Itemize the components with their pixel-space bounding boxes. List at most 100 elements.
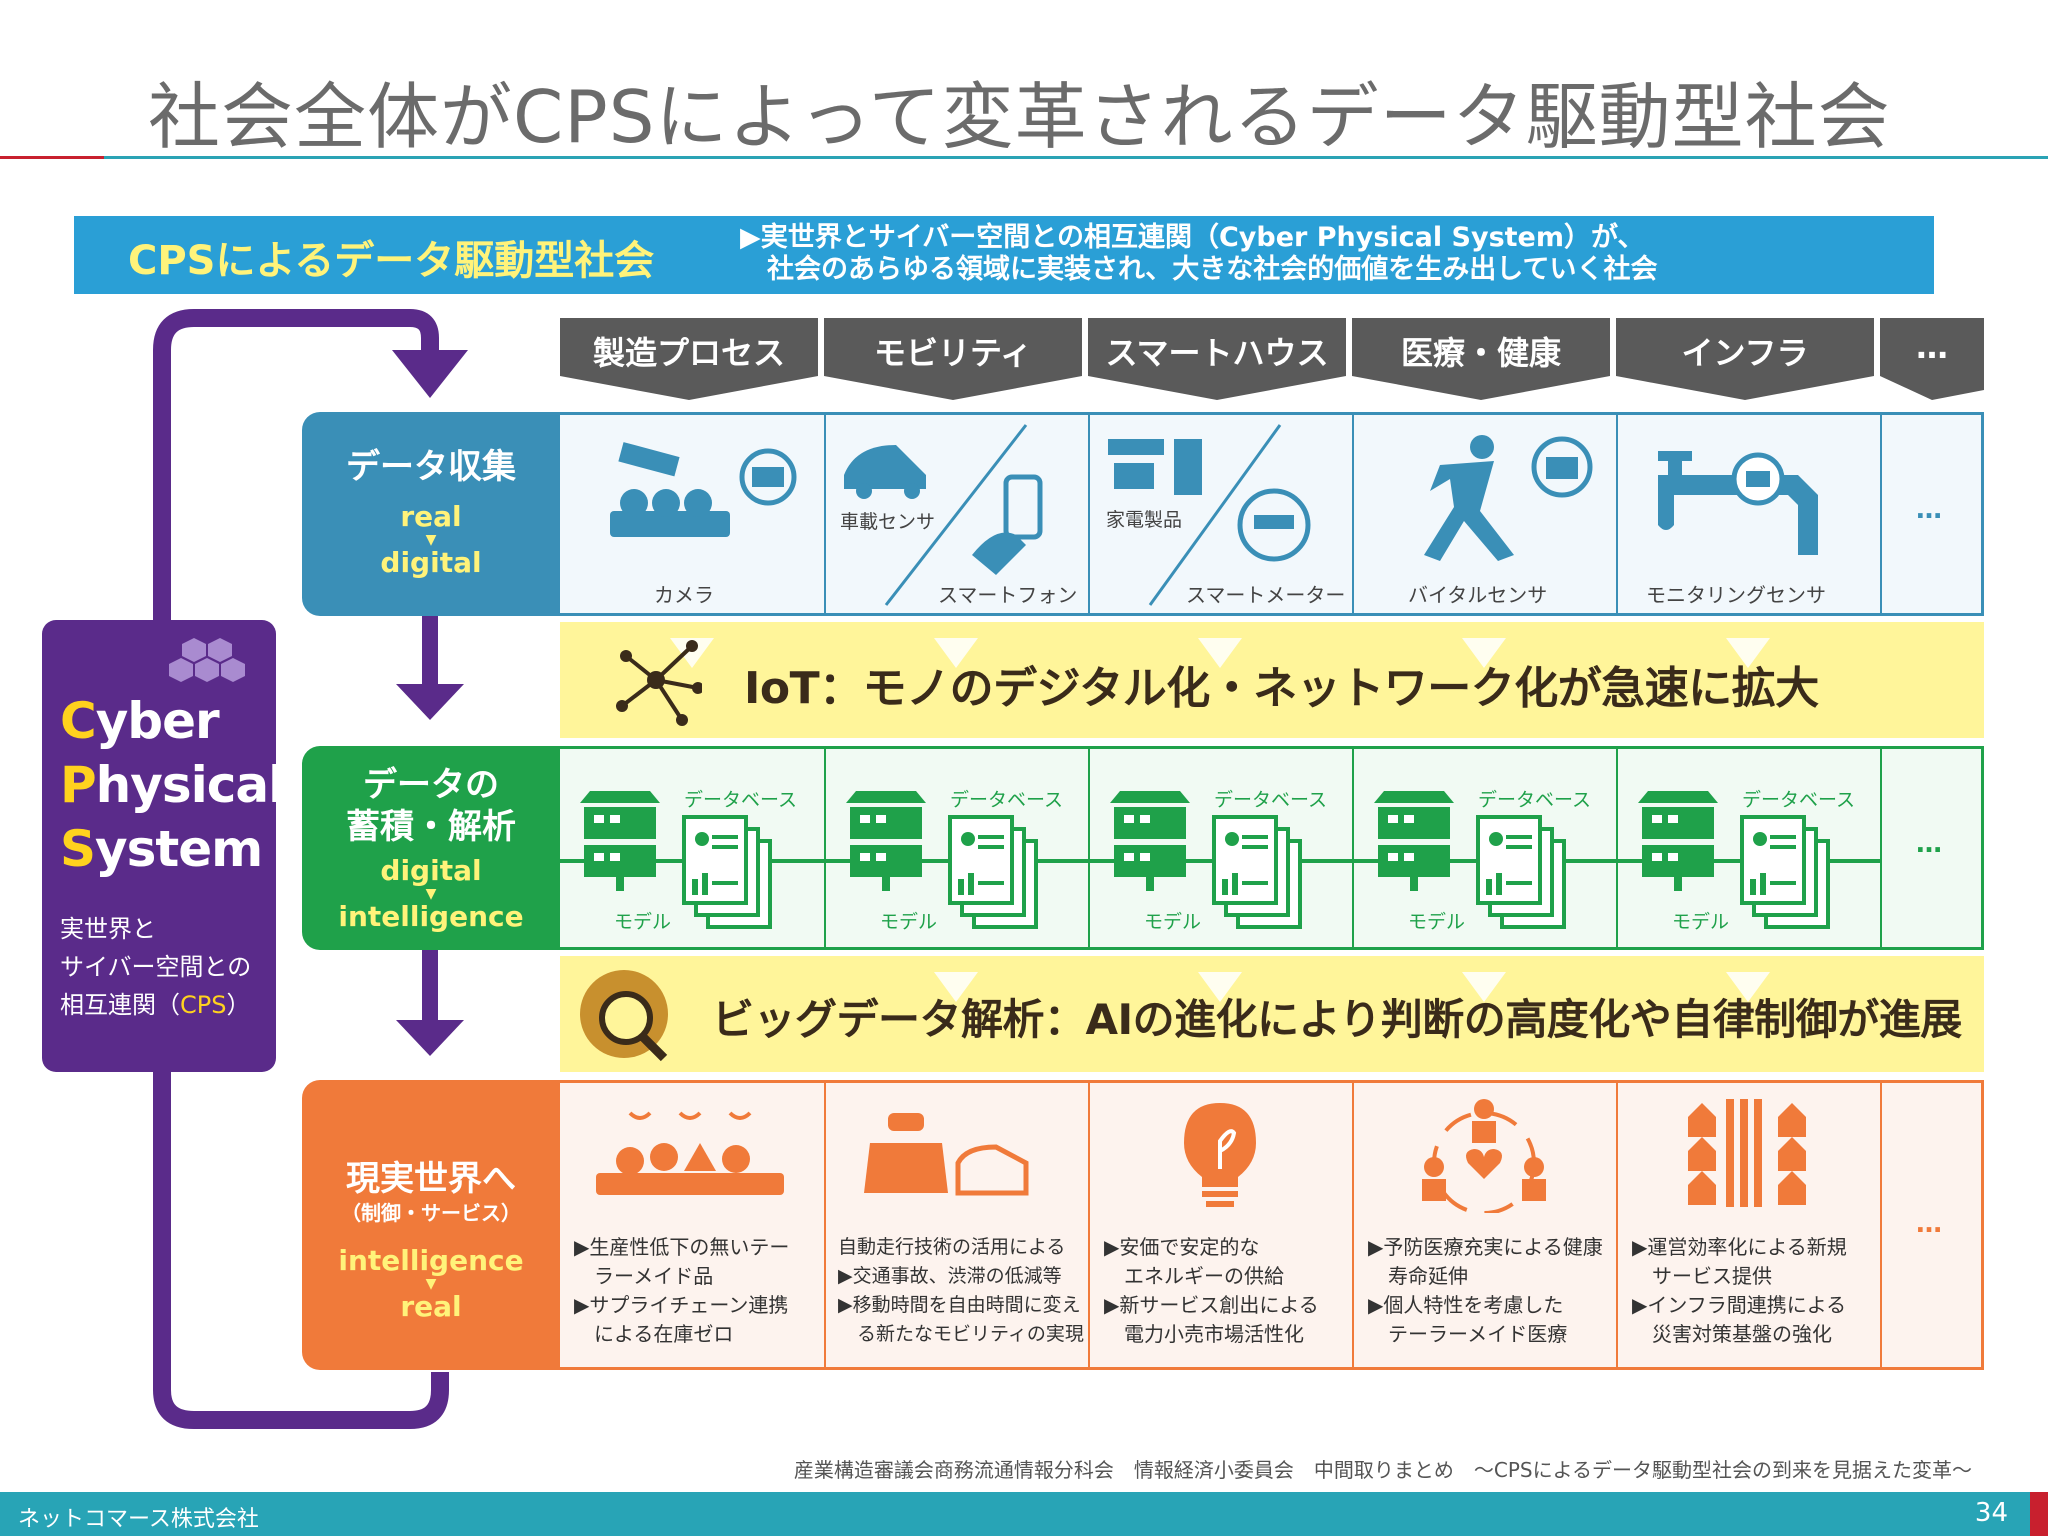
- light-bulb-icon: [1184, 1103, 1256, 1207]
- banner: CPSによるデータ駆動型社会 ▶実世界とサイバー空間との相互連関（Cyber P…: [74, 216, 1934, 294]
- output-cell-smart-house: ▶安価で安定的な エネルギーの供給 ▶新サービス創出による 電力小売市場活性化: [1088, 1083, 1352, 1367]
- healthcare-team-icon: [1422, 1099, 1546, 1213]
- band-arrow: [1462, 972, 1506, 1002]
- analysis-cell-2: データベース モデル: [824, 749, 1088, 947]
- band-arrow: [1726, 638, 1770, 668]
- output-text-mobility: 自動走行技術の活用による ▶交通事故、渋滞の低減等 ▶移動時間を自由時間に変え …: [838, 1236, 1084, 1345]
- flow-arrow-down-2: [396, 1020, 464, 1056]
- title-underline: [0, 156, 2048, 159]
- column-header-more: …: [1880, 318, 1984, 400]
- column-header-manufacturing: 製造プロセス: [560, 318, 818, 400]
- model-label: モデル: [614, 911, 672, 933]
- db-label: データベース: [1214, 789, 1328, 811]
- analysis-cell-1: データベース モデル: [560, 749, 824, 947]
- flow-arrow-down-1: [396, 684, 464, 720]
- flow-arrow-stem-1: [422, 614, 438, 686]
- row-real-world: ▶生産性低下の無いテー ラーメイド品 ▶サプライチェーン連携 による在庫ゼロ 自…: [560, 1080, 1984, 1370]
- column-header-smart-house: スマートハウス: [1088, 318, 1346, 400]
- column-header-mobility: モビリティ: [824, 318, 1082, 400]
- output-cell-healthcare: ▶予防医療充実による健康 寿命延伸 ▶個人特性を考慮した テーラーメイド医療: [1352, 1083, 1616, 1367]
- output-text-healthcare: ▶予防医療充実による健康 寿命延伸 ▶個人特性を考慮した テーラーメイド医療: [1368, 1235, 1603, 1346]
- cps-box: Cyber Physical System 実世界と サイバー空間との 相互連関…: [42, 620, 285, 1072]
- row-data-collection: カメラ 車載センサ スマートフォン 家電製品 スマートメーター: [560, 412, 1984, 616]
- analysis-cell-4: データベース モデル: [1352, 749, 1616, 947]
- analysis-cell-5: データベース モデル: [1616, 749, 1880, 947]
- big-data-magnifier-icon: [580, 970, 668, 1062]
- collect-cell-more: …: [1880, 415, 1984, 613]
- iot-band-text: IoT：モノのデジタル化・ネットワーク化が急速に拡大: [744, 663, 1819, 714]
- slide-title: 社会全体がCPSによって変革されるデータ駆動型社会: [148, 75, 1891, 159]
- collect-label-vehicle-sensor: 車載センサ: [840, 511, 936, 533]
- collect-label-monitoring-sensor: モニタリングセンサ: [1646, 583, 1826, 607]
- faucet-sensor-icon: [1658, 451, 1818, 555]
- model-label: モデル: [1672, 911, 1730, 933]
- footer-company: ネットコマース株式会社: [18, 1507, 259, 1532]
- footer-bar: ネットコマース株式会社 34: [0, 1492, 2030, 1536]
- database-icon: [1110, 791, 1302, 929]
- car-and-phone-icon: [844, 424, 1043, 606]
- camera-icon: [610, 442, 797, 537]
- output-text-manufacturing: ▶生産性低下の無いテー ラーメイド品 ▶サプライチェーン連携 による在庫ゼロ: [574, 1235, 790, 1346]
- row-data-analysis: データベース モデル データベース モデル: [560, 746, 1984, 950]
- factory-line-icon: [596, 1111, 784, 1195]
- ai-band: ビッグデータ解析：AIの進化により判断の高度化や自律制御が進展: [560, 956, 1984, 1072]
- network-node-icon: [616, 640, 702, 726]
- runner-icon: [1424, 435, 1593, 561]
- title-underline-accent: [0, 156, 104, 159]
- output-more: …: [1916, 1209, 1942, 1239]
- collect-label-smartphone: スマートフォン: [938, 583, 1078, 607]
- analysis-cell-more: …: [1880, 749, 1984, 947]
- database-icon: [846, 791, 1038, 929]
- band-arrow: [1198, 638, 1242, 668]
- database-icon: [1638, 791, 1830, 929]
- banner-description: ▶実世界とサイバー空間との相互連関（Cyber Physical System）…: [740, 222, 1658, 285]
- cps-word-cyber: Cyber: [60, 692, 220, 750]
- db-label: データベース: [1742, 789, 1856, 811]
- band-arrow: [934, 638, 978, 668]
- page-number: 34: [1974, 1498, 2008, 1528]
- database-icon: [580, 791, 772, 929]
- row-label-data-analysis: データの 蓄積・解析 digital ▼ intelligence: [302, 746, 560, 950]
- band-arrow: [1726, 972, 1770, 1002]
- collect-label-vital-sensor: バイタルセンサ: [1408, 583, 1548, 607]
- output-cell-more: …: [1880, 1083, 1984, 1367]
- cps-word-system: System: [60, 820, 263, 878]
- footer-accent: [2030, 1492, 2048, 1536]
- collect-more: …: [1916, 495, 1942, 525]
- collect-label-smart-meter: スマートメーター: [1186, 583, 1346, 607]
- column-header-infrastructure: インフラ: [1616, 318, 1874, 400]
- collect-cell-smart-house: 家電製品 スマートメーター: [1088, 415, 1352, 613]
- band-arrow: [1198, 972, 1242, 1002]
- database-icon: [1374, 791, 1566, 929]
- cps-description: 実世界と サイバー空間との 相互連関（CPS）: [60, 915, 252, 1019]
- column-header-healthcare: 医療・健康: [1352, 318, 1610, 400]
- autonomous-car-icon: [864, 1113, 1029, 1196]
- cps-word-physical: Physical: [60, 756, 285, 814]
- row-real-sub: （制御・サービス）: [341, 1201, 521, 1225]
- model-label: モデル: [1144, 911, 1202, 933]
- collect-cell-camera: カメラ: [560, 415, 824, 613]
- analysis-more: …: [1916, 829, 1942, 859]
- output-text-smart-house: ▶安価で安定的な エネルギーの供給 ▶新サービス創出による 電力小売市場活性化: [1104, 1235, 1319, 1346]
- ai-band-text: ビッグデータ解析：AIの進化により判断の高度化や自律制御が進展: [712, 995, 1962, 1044]
- db-label: データベース: [684, 789, 798, 811]
- analysis-cell-3: データベース モデル: [1088, 749, 1352, 947]
- flow-arrow-stem-2: [422, 950, 438, 1022]
- band-arrow: [1462, 638, 1506, 668]
- collect-label-camera: カメラ: [654, 583, 714, 607]
- collect-cell-monitoring: モニタリングセンサ: [1616, 415, 1880, 613]
- collect-cell-vital: バイタルセンサ: [1352, 415, 1616, 613]
- source-citation: 産業構造審議会商務流通情報分科会 情報経済小委員会 中間取りまとめ ～CPSによ…: [793, 1458, 1972, 1482]
- network-hex-icon: [169, 638, 245, 682]
- output-text-infrastructure: ▶運営効率化による新規 サービス提供 ▶インフラ間連携による 災害対策基盤の強化: [1632, 1235, 1847, 1346]
- city-infrastructure-icon: [1688, 1099, 1806, 1207]
- iot-band: IoT：モノのデジタル化・ネットワーク化が急速に拡大: [560, 622, 1984, 738]
- output-cell-mobility: 自動走行技術の活用による ▶交通事故、渋滞の低減等 ▶移動時間を自由時間に変え …: [824, 1083, 1088, 1367]
- db-label: データベース: [950, 789, 1064, 811]
- model-label: モデル: [1408, 911, 1466, 933]
- output-cell-manufacturing: ▶生産性低下の無いテー ラーメイド品 ▶サプライチェーン連携 による在庫ゼロ: [560, 1083, 824, 1367]
- output-cell-infrastructure: ▶運営効率化による新規 サービス提供 ▶インフラ間連携による 災害対策基盤の強化: [1616, 1083, 1880, 1367]
- appliance-and-meter-icon: [1108, 424, 1311, 606]
- db-label: データベース: [1478, 789, 1592, 811]
